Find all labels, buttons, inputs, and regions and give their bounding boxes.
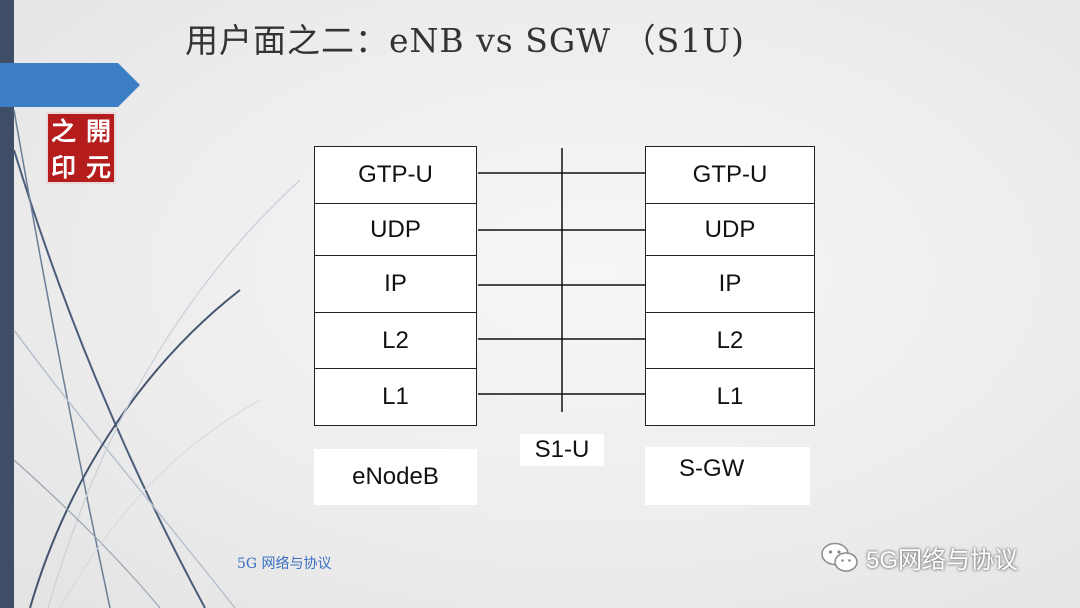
sgw-layer-l2: L2 [646,313,814,369]
decorative-curves [13,109,300,608]
wechat-icon [821,542,858,572]
enodeb-layer-udp: UDP [315,204,476,256]
interface-label-s1-u: S1-U [520,434,604,466]
enodeb-layer-gtp-u: GTP-U [315,147,476,204]
footer-watermark: 5G网络与协议 [820,540,1018,575]
left-accent-bar [0,0,14,608]
enodeb-label: eNodeB [314,449,477,505]
seal-char: 之 [50,117,76,146]
seal-char: 開 [85,117,111,146]
enodeb-layer-l2: L2 [315,313,476,369]
sgw-layer-udp: UDP [646,204,814,256]
sgw-protocol-stack: GTP-U UDP IP L2 L1 [645,146,815,426]
seal-char: 元 [85,153,111,182]
enodeb-layer-ip: IP [315,256,476,313]
enodeb-protocol-stack: GTP-U UDP IP L2 L1 [314,146,477,426]
sgw-layer-ip: IP [646,256,814,313]
watermark-text: 5G网络与协议 [866,547,1019,574]
sgw-layer-gtp-u: GTP-U [646,147,814,204]
sgw-layer-l1: L1 [716,383,744,410]
enodeb-layer-l1: L1 [382,383,409,410]
sgw-label: S-GW [645,447,810,505]
slide-title: 用户面之二：eNB vs SGW （S1U) [185,21,745,60]
footer-caption: 5G 网络与协议 [237,556,332,572]
seal-char: 印 [50,153,76,182]
seal-stamp: 之 開 印 元 [46,112,116,184]
title-flag-arrow [0,63,140,107]
